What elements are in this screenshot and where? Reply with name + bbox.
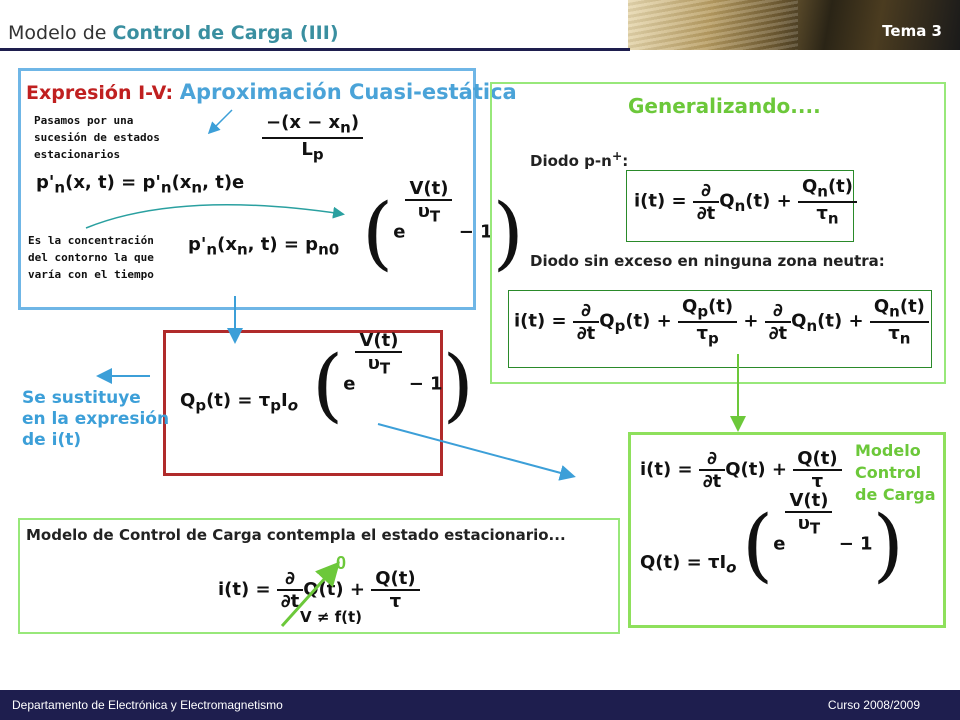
- diode-no-excess-equation-box: [508, 290, 932, 368]
- steady-state-box: [18, 518, 620, 634]
- iv-expression-box: [18, 68, 476, 310]
- diode-pn-equation-box: [626, 170, 854, 242]
- iv-heading: Expresión I-V: Aproximación Cuasi-estáti…: [26, 80, 517, 104]
- footer-course: Curso 2008/2009: [827, 698, 920, 712]
- zero-label: 0: [336, 553, 347, 573]
- arrow-note-to-boundary: [85, 203, 345, 229]
- charge-control-model-box: [628, 432, 946, 628]
- voltage-constant-note: V ≠ f(t): [300, 608, 363, 626]
- tema-label: Tema 3: [882, 22, 942, 40]
- slide-title: Modelo de Control de Carga (III): [8, 22, 339, 44]
- arrow-qp-to-model: [377, 423, 576, 481]
- footer-department: Departamento de Electrónica y Electromag…: [12, 698, 283, 712]
- diode-no-excess-heading: Diodo sin exceso en ninguna zona neutra:: [530, 252, 885, 270]
- pn-profile-equation: p'n(x, t) = p'n(xn, t)e: [36, 172, 245, 197]
- qp-equation: Qp(t) = τpIo: [180, 390, 298, 415]
- footer-bar: Departamento de Electrónica y Electromag…: [0, 690, 960, 720]
- diode-pn-heading: Diodo p-n+:: [530, 148, 629, 170]
- strike-derivative: [280, 561, 341, 628]
- boundary-equation: p'n(xn, t) = pn0: [188, 234, 340, 259]
- header-rule: [0, 48, 630, 51]
- steady-state-heading: Modelo de Control de Carga contempla el …: [26, 526, 566, 544]
- generalizing-box: [490, 82, 946, 384]
- generalizing-heading: Generalizando....: [628, 94, 821, 118]
- qp-equation-box: [163, 330, 443, 476]
- header-book-image: [628, 0, 960, 50]
- model-charge-equation: Q(t) = τIo: [640, 552, 737, 577]
- exponent-fraction: −(x − xn)Lp: [262, 112, 364, 163]
- arrow-note-to-exponent: [207, 109, 233, 135]
